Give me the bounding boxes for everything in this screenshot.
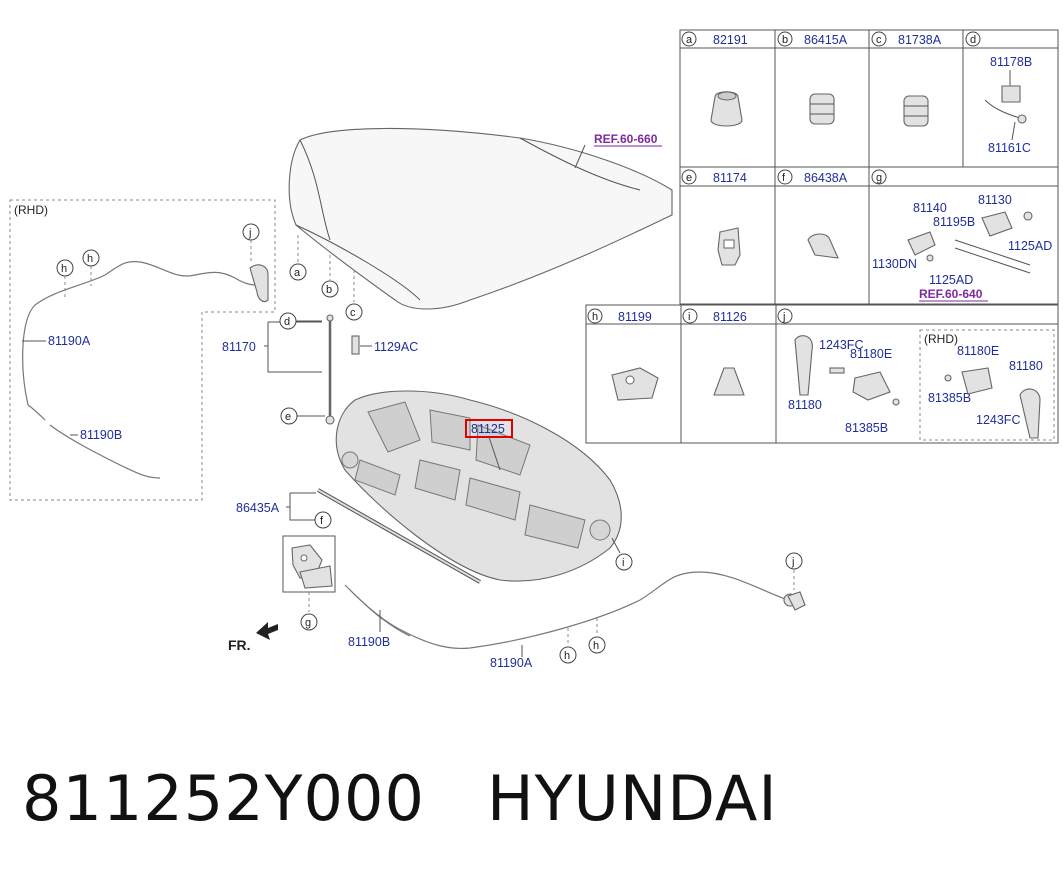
callout-d: d — [279, 312, 322, 330]
svg-text:1130DN: 1130DN — [872, 257, 917, 271]
callout-h-bottom-1: h — [559, 628, 577, 664]
cell-d: d 81178B 81161C — [965, 31, 1032, 155]
svg-text:f: f — [320, 515, 324, 527]
svg-text:a: a — [294, 267, 301, 279]
svg-text:81130: 81130 — [978, 193, 1012, 207]
svg-text:h: h — [87, 253, 93, 265]
label-81125: 81125 — [471, 422, 505, 436]
svg-text:81195B: 81195B — [933, 215, 975, 229]
callout-h-bottom-2: h — [588, 618, 606, 654]
hood-panel — [288, 127, 673, 310]
ref1-label: REF.60-660 — [594, 132, 658, 146]
svg-text:1125AD: 1125AD — [1008, 239, 1052, 253]
svg-text:h: h — [593, 640, 599, 652]
label-86435a: 86435A — [236, 501, 280, 515]
callout-a: a — [289, 263, 307, 281]
callout-f: f — [314, 511, 332, 529]
svg-text:h: h — [564, 650, 570, 662]
svg-text:81180: 81180 — [788, 398, 822, 412]
callout-h-left-1: h — [56, 259, 74, 300]
label-81170: 81170 — [222, 340, 256, 354]
svg-text:81738A: 81738A — [898, 33, 942, 47]
hood-stay-rod — [325, 314, 360, 425]
rhd-left-label: (RHD) — [14, 203, 48, 217]
parts-table — [585, 29, 1059, 444]
svg-text:81385B: 81385B — [845, 421, 888, 435]
callout-j-left: j — [242, 223, 260, 262]
svg-text:81180E: 81180E — [850, 347, 892, 361]
svg-text:f: f — [782, 172, 786, 184]
cell-c: c 81738A — [871, 31, 942, 127]
cell-b: b 86415A — [777, 31, 848, 125]
cell-j: j 1243FC 81180E 81180 81385B — [777, 308, 900, 435]
svg-text:d: d — [284, 316, 290, 328]
callout-h-left-2: h — [82, 249, 100, 286]
callout-c: c — [345, 303, 363, 321]
fr-label: FR. — [228, 637, 251, 653]
weatherstrip — [317, 488, 481, 584]
svg-text:81178B: 81178B — [990, 55, 1032, 69]
svg-text:81385B: 81385B — [928, 391, 971, 405]
ref1-leader — [574, 144, 586, 169]
svg-text:81199: 81199 — [618, 310, 652, 324]
part-number: 811252Y000 — [22, 762, 425, 835]
svg-text:e: e — [285, 411, 291, 423]
cell-i: i 81126 — [682, 308, 747, 396]
svg-text:1243FC: 1243FC — [976, 413, 1020, 427]
svg-text:81140: 81140 — [913, 201, 947, 215]
svg-text:81126: 81126 — [713, 310, 747, 324]
svg-text:j: j — [791, 556, 794, 568]
brand-name: HYUNDAI — [487, 762, 778, 835]
callout-g: g — [300, 613, 318, 631]
svg-text:86415A: 86415A — [804, 33, 848, 47]
label-81190a-bottom: 81190A — [490, 656, 533, 670]
svg-text:REF.60-640: REF.60-640 — [919, 287, 983, 301]
label-1129ac: 1129AC — [374, 340, 418, 354]
svg-text:81180: 81180 — [1009, 359, 1043, 373]
svg-text:c: c — [350, 307, 356, 319]
svg-text:h: h — [592, 311, 598, 323]
svg-text:1125AD: 1125AD — [929, 273, 973, 287]
svg-text:e: e — [686, 172, 692, 184]
release-cable-bottom — [344, 571, 806, 650]
svg-text:1243FC: 1243FC — [819, 338, 863, 352]
svg-text:j: j — [782, 311, 785, 323]
svg-text:c: c — [876, 34, 882, 46]
release-cable-left — [22, 260, 269, 479]
label-81190a-left: 81190A — [48, 334, 91, 348]
svg-text:g: g — [305, 617, 311, 629]
svg-text:j: j — [248, 227, 251, 239]
callout-e: e — [280, 407, 325, 425]
svg-text:b: b — [782, 34, 788, 46]
callout-i: i — [611, 537, 633, 571]
callout-b: b — [321, 280, 339, 298]
svg-text:86438A: 86438A — [804, 171, 848, 185]
cell-e: e 81174 — [681, 169, 747, 266]
cell-h: h 81199 — [587, 308, 659, 401]
svg-text:(RHD): (RHD) — [924, 332, 958, 346]
svg-text:h: h — [61, 263, 67, 275]
label-81190b-bottom: 81190B — [348, 635, 390, 649]
svg-text:b: b — [326, 284, 332, 296]
svg-text:i: i — [622, 557, 624, 569]
part-caption: 811252Y000 HYUNDAI — [22, 762, 778, 835]
latch-assembly — [282, 535, 336, 593]
cell-g: g 81140 81130 81195B 1125AD 1130DN 1125A… — [871, 169, 1052, 302]
svg-text:a: a — [686, 34, 693, 46]
svg-text:i: i — [688, 311, 690, 323]
label-81190b-left: 81190B — [80, 428, 122, 442]
svg-text:d: d — [970, 34, 976, 46]
svg-text:g: g — [876, 172, 882, 184]
cell-f: f 86438A — [777, 169, 848, 259]
svg-text:81174: 81174 — [713, 171, 747, 185]
cell-rhd-j: (RHD) 81180E 81180 81385B 1243FC — [919, 329, 1055, 441]
cell-a: a 82191 — [681, 31, 748, 127]
front-arrow-icon — [256, 622, 278, 640]
svg-text:82191: 82191 — [713, 33, 748, 47]
svg-text:81180E: 81180E — [957, 344, 999, 358]
callout-j-bottom: j — [785, 552, 803, 590]
svg-text:81161C: 81161C — [988, 141, 1031, 155]
